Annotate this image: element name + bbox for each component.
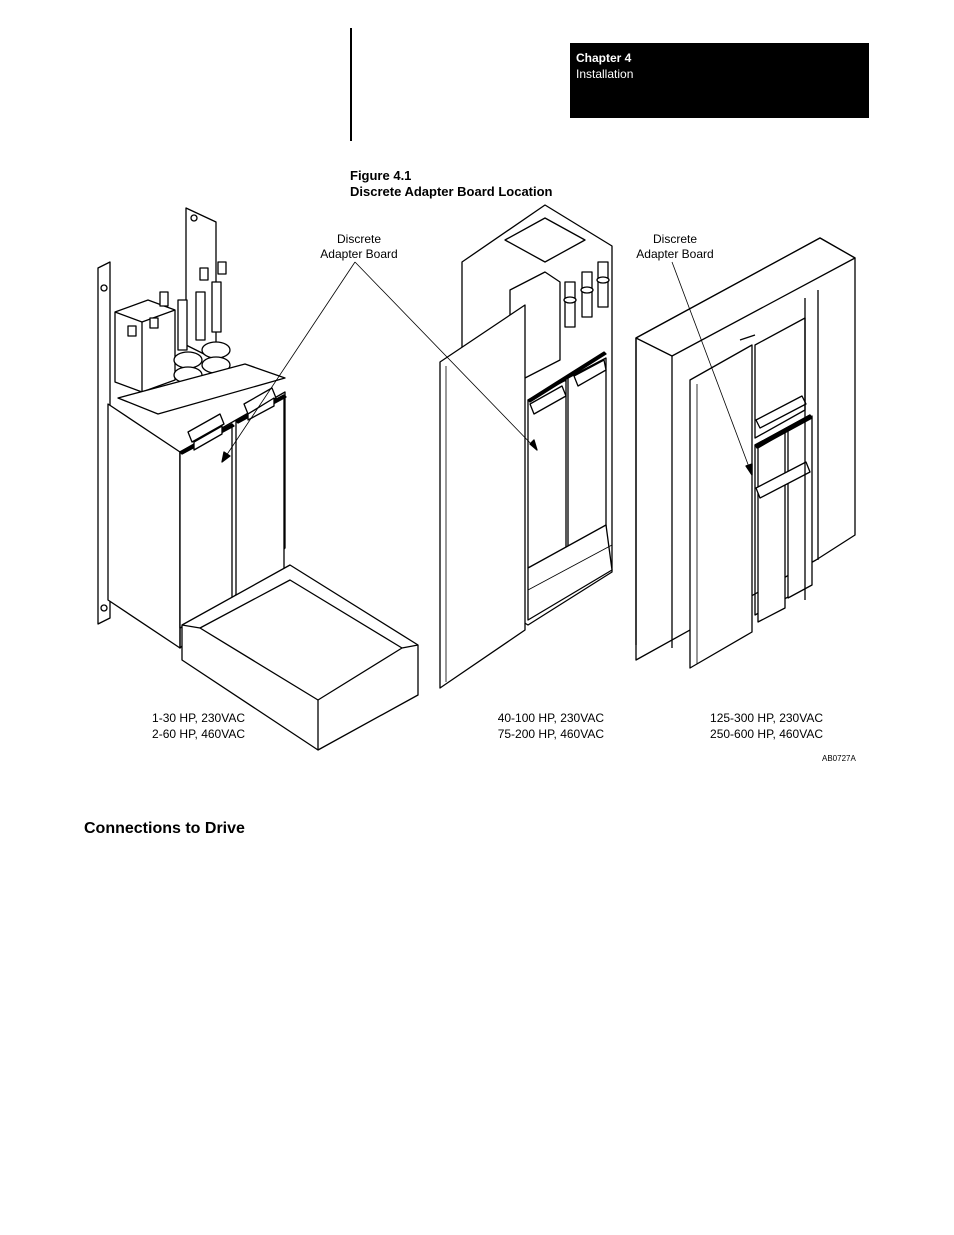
callout-left: Discrete Adapter Board (299, 232, 419, 262)
callout-right: Discrete Adapter Board (615, 232, 735, 262)
callout-right-line2: Adapter Board (636, 247, 714, 261)
figure-number: Figure 4.1 (350, 168, 412, 183)
caption-line: 75-200 HP, 460VAC (497, 727, 604, 741)
caption-line: 250-600 HP, 460VAC (710, 727, 823, 741)
callout-leaders (221, 261, 753, 476)
figure-title: Discrete Adapter Board Location (350, 184, 553, 199)
chapter-tab: Chapter 4 Installation (570, 43, 869, 118)
large-drive-drawing (635, 237, 856, 669)
figure-id: AB0727A (822, 754, 856, 763)
caption-medium-drive: 40-100 HP, 230VAC 75-200 HP, 460VAC (470, 710, 604, 742)
section-label: Installation (576, 67, 634, 81)
margin-rule (350, 28, 352, 141)
caption-large-drive: 125-300 HP, 230VAC 250-600 HP, 460VAC (688, 710, 823, 742)
figure-title-block: Figure 4.1 Discrete Adapter Board Locati… (350, 168, 553, 200)
chapter-label: Chapter 4 (576, 51, 632, 65)
small-drive-drawing (97, 207, 419, 751)
caption-small-drive: 1-30 HP, 230VAC 2-60 HP, 460VAC (130, 710, 245, 742)
drive-illustration (97, 204, 856, 751)
caption-line: 40-100 HP, 230VAC (497, 711, 604, 725)
section-heading: Connections to Drive (84, 820, 245, 837)
callout-left-line1: Discrete (336, 232, 381, 246)
caption-line: 125-300 HP, 230VAC (710, 711, 823, 725)
caption-line: 2-60 HP, 460VAC (152, 727, 245, 741)
medium-drive-drawing (439, 204, 613, 689)
callout-right-line1: Discrete (652, 232, 697, 246)
caption-line: 1-30 HP, 230VAC (152, 711, 245, 725)
callout-left-line2: Adapter Board (320, 247, 398, 261)
